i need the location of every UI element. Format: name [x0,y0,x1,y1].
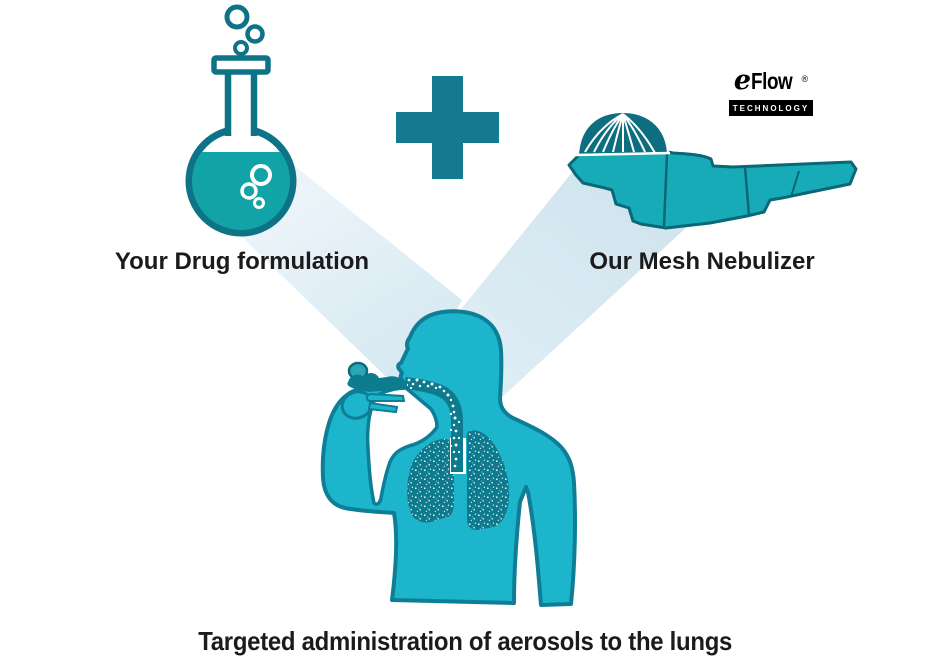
eflow-logo: eFlow ® TECHNOLOGY [729,65,813,116]
flask-icon [185,4,297,237]
lungs [407,430,510,531]
eflow-brand-rest: Flow [751,68,793,94]
beam-right [462,170,702,402]
mesh-nebulizer-icon [567,110,858,230]
person-inhaling-icon [320,309,577,607]
eflow-technology-badge: TECHNOLOGY [729,100,813,116]
caption: Targeted administration of aerosols to t… [135,626,795,657]
eflow-brand-e: e [733,65,752,96]
eflow-brand: eFlow ® [729,65,813,98]
mesh-nebulizer-label: Our Mesh Nebulizer [589,248,815,275]
registered-mark: ® [801,74,809,84]
plus-icon [396,76,499,179]
finger-index [365,392,406,402]
drug-formulation-label: Your Drug formulation [114,248,370,275]
finger-middle [367,401,399,414]
handheld-nebulizer [347,361,407,392]
trachea [404,377,466,474]
nebulizer-mesh-dome [575,110,671,157]
caption-text: Targeted administration of aerosols to t… [198,626,732,656]
nebulizer-body [567,150,858,230]
hand [340,390,406,420]
